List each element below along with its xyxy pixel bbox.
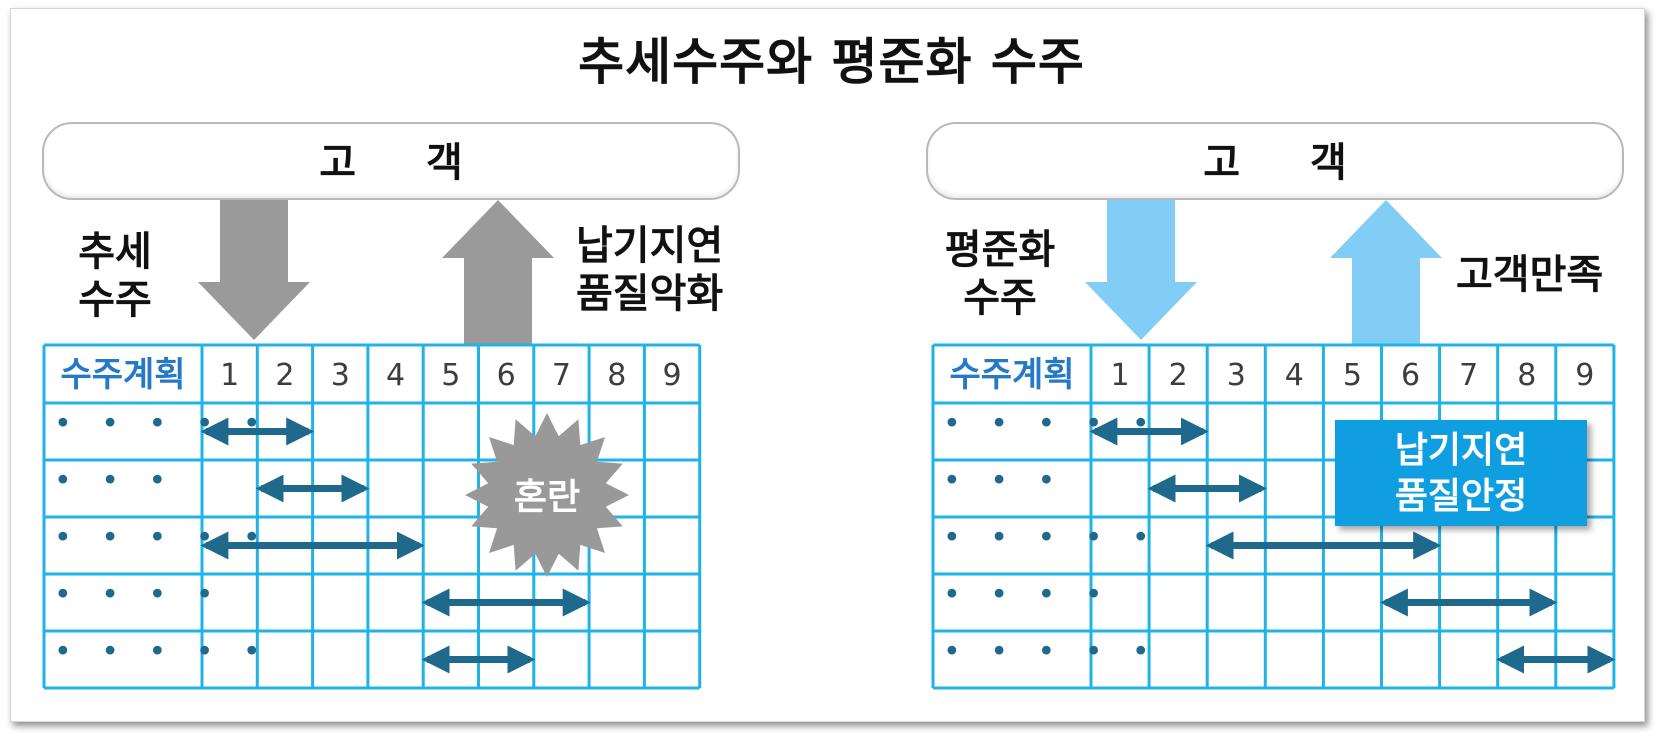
leveled-order-label-line1: 평준화 [944,227,1056,273]
grid-lines-left [42,343,702,690]
row-label-left: • • • [54,464,176,499]
row-label-right: • • • • • [943,407,1160,442]
page-title: 추세수주와 평준화 수주 [578,33,1085,91]
delay-label-line1: 납기지연 [576,223,724,269]
customer-satisfaction-label: 고객만족 [1456,252,1604,298]
leveled-order-label: 평준화 수주 [930,226,1070,322]
column-number-right: 2 [1169,358,1188,393]
stable-box-line1: 납기지연 [1394,430,1528,471]
stable-box-line2: 품질안정 [1394,476,1528,517]
column-number-left: 1 [220,358,239,393]
customer-box-left: 고 객 [42,122,740,200]
delay-label-line2: 품질악화 [576,271,724,317]
column-number-right: 1 [1111,358,1130,393]
order-down-arrow-right [1085,200,1197,340]
column-number-left: 9 [663,358,682,393]
trend-order-label: 추세 수주 [70,228,160,324]
row-label-right: • • • [943,464,1065,499]
row-label-left: • • • • • [54,635,271,670]
leveled-order-label-line2: 수주 [963,275,1037,321]
trend-order-label-line2: 수주 [78,277,152,323]
column-number-left: 6 [497,358,516,393]
plan-header-left: 수주계획 [60,355,185,395]
result-up-arrow-right [1330,200,1442,345]
row-label-right: • • • • • [943,521,1160,556]
trend-order-label-line1: 추세 [78,229,152,275]
column-number-right: 3 [1227,358,1246,393]
plan-header-right: 수주계획 [949,355,1074,395]
result-up-arrow-left [442,200,554,345]
column-number-right: 4 [1285,358,1304,393]
delay-quality-worse-label: 납기지연 품질악화 [576,222,723,318]
delivery-quality-stable-box: 납기지연 품질안정 [1335,420,1587,526]
column-number-left: 7 [552,358,571,393]
order-down-arrow-left [198,200,310,340]
column-number-left: 5 [441,358,460,393]
column-number-right: 8 [1517,358,1536,393]
chaos-burst: 혼란 [465,413,629,577]
chaos-label: 혼란 [514,477,580,518]
row-label-right: • • • • • [943,635,1160,670]
column-number-left: 3 [331,358,350,393]
column-number-right: 9 [1575,358,1594,393]
column-number-left: 2 [275,358,294,393]
row-label-left: • • • • [54,578,223,613]
column-number-left: 8 [607,358,626,393]
column-number-right: 6 [1401,358,1420,393]
grid-lines-right [931,343,1616,690]
column-number-left: 4 [386,358,405,393]
column-number-right: 5 [1343,358,1362,393]
row-label-right: • • • • [943,578,1112,613]
customer-box-right: 고 객 [926,122,1624,200]
column-number-right: 7 [1459,358,1478,393]
